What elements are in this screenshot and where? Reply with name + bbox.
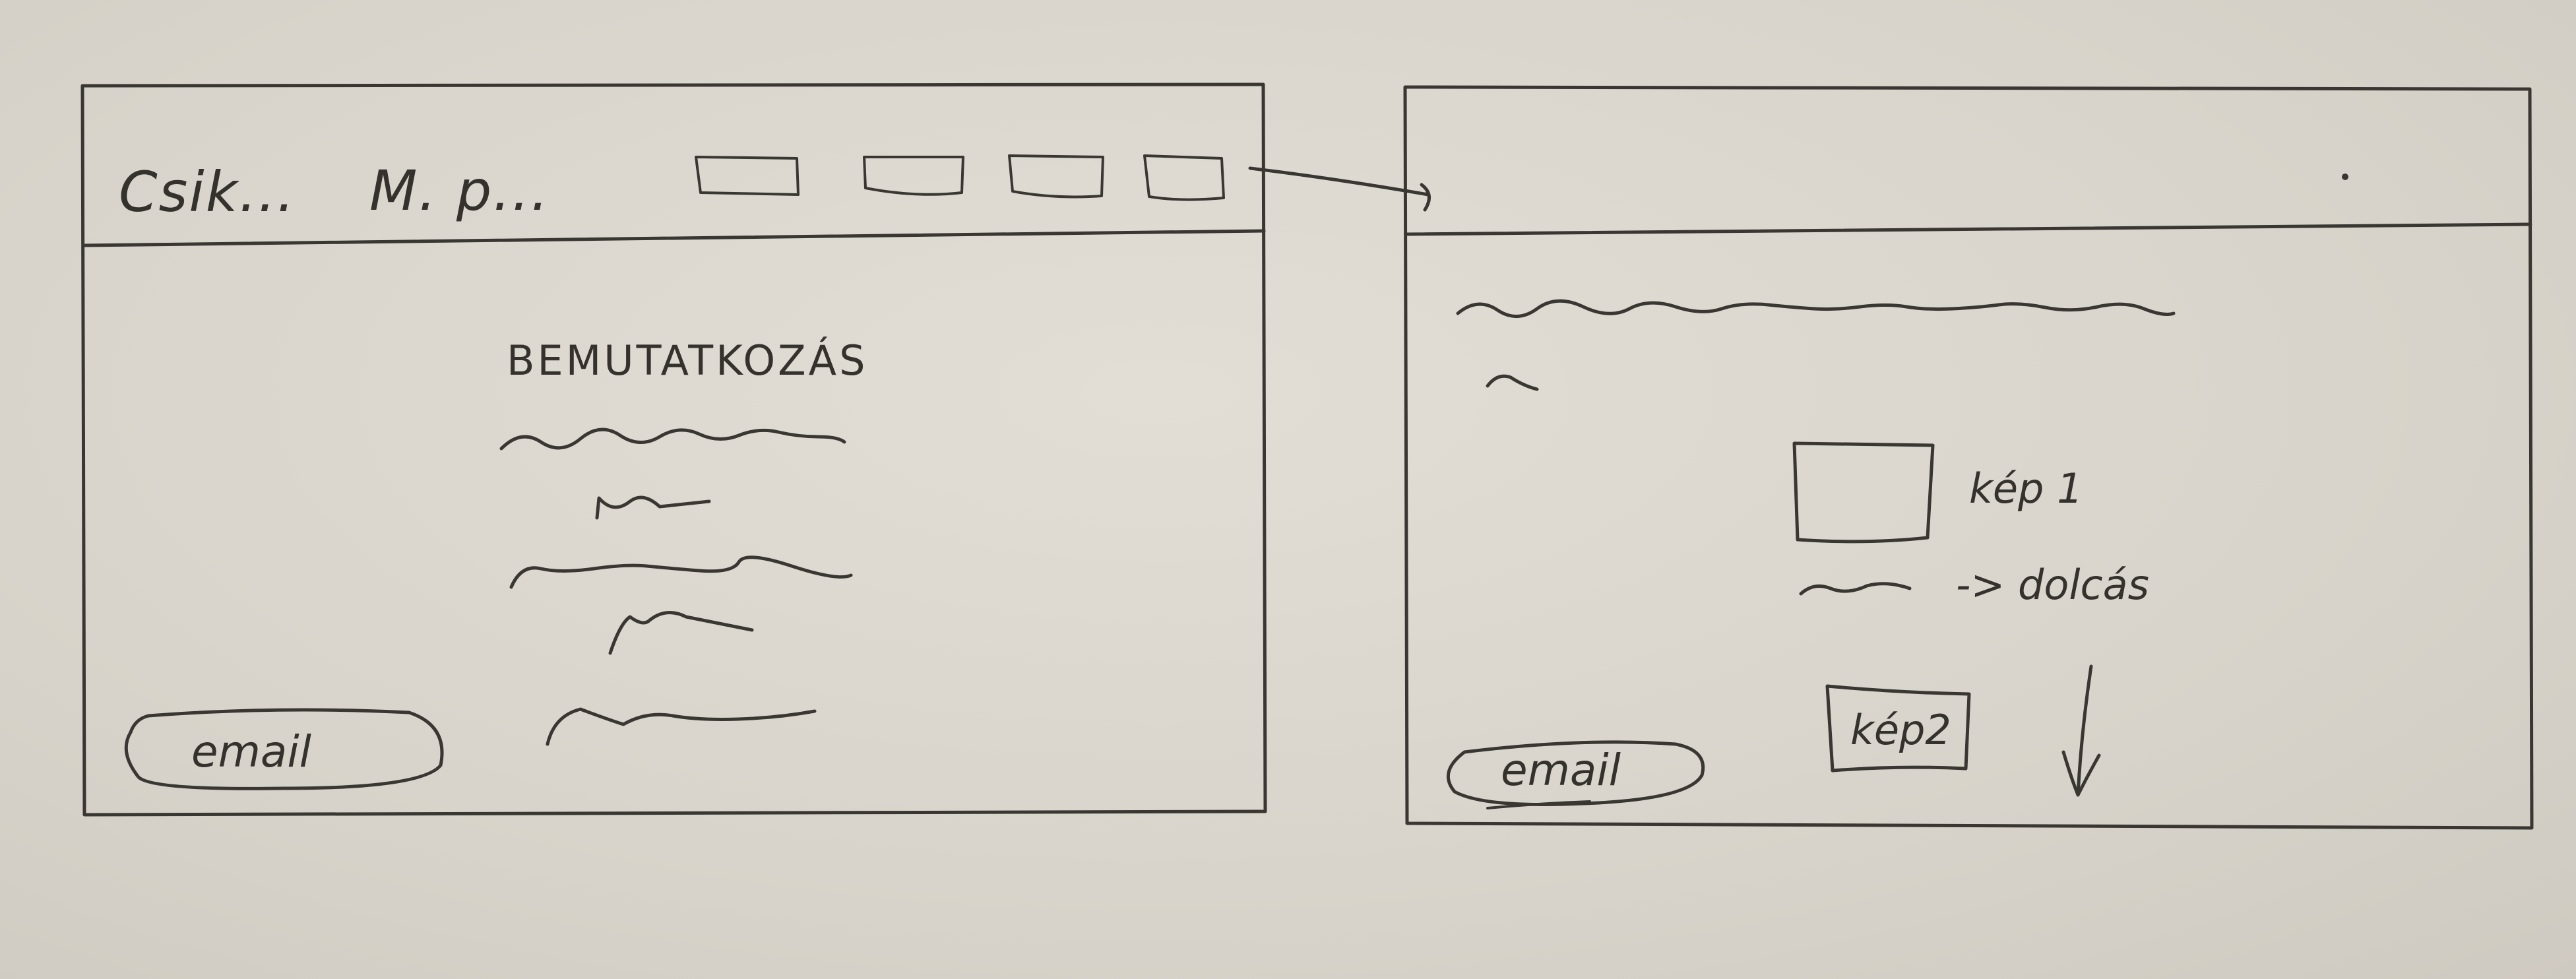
image2-button[interactable]: kép2 [1825,684,1971,773]
text-placeholder-line [608,611,754,655]
text-placeholder-line [595,495,711,520]
left-page-title: BEMUTATKOZÁS [507,336,867,385]
left-nav-button-3[interactable] [1008,154,1104,199]
right-email-button[interactable]: email [1447,740,1705,809]
left-nav-button-2[interactable] [863,156,964,196]
left-logo-text: Csik... [119,160,296,224]
right-screen-frame [1403,85,2534,830]
text-placeholder-line [1799,582,1912,596]
text-placeholder-line [509,555,853,589]
image1-placeholder[interactable] [1792,441,1935,544]
right-header-dot [2342,174,2348,180]
left-email-button[interactable]: email [124,708,444,790]
navigation-arrow [1248,166,1431,212]
left-header-divider [82,229,1266,247]
left-screen-frame [80,82,1267,817]
text-placeholder-line [546,707,817,746]
image2-label: kép2 [1850,706,1951,754]
right-screen: kép 1 -> dolcás kép2 email [1403,85,2534,830]
right-email-button-label: email [1501,745,1621,796]
description-label: -> dolcás [1956,561,2149,609]
right-header-divider [1405,222,2532,236]
text-placeholder-line [499,427,846,451]
text-placeholder-line [1486,374,1539,391]
text-placeholder-line [1456,299,2176,318]
left-screen: Csik... M. p... BEMUTATKOZÁS [80,82,1267,817]
image1-label: kép 1 [1969,464,2083,513]
scroll-down-arrow-icon [2061,664,2101,797]
left-nav-button-4[interactable] [1143,154,1225,201]
left-email-button-label: email [191,726,312,777]
left-header: Csik... M. p... [119,154,1225,224]
left-nav-button-1[interactable] [695,156,800,196]
left-menu-text[interactable]: M. p... [369,158,550,223]
